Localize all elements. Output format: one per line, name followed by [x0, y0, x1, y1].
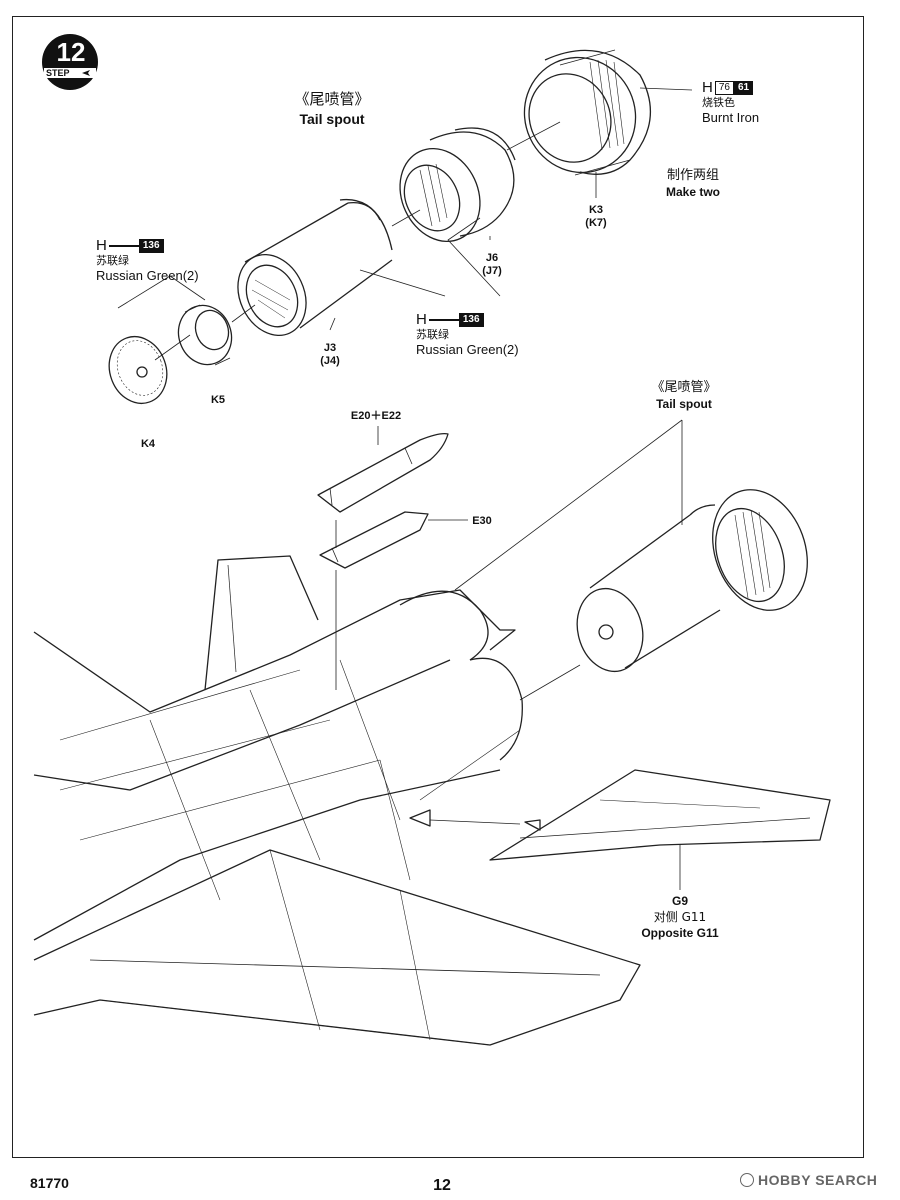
watermark: HOBBY SEARCH [740, 1172, 877, 1188]
paint-callout-green-1: H 136 苏联绿 Russian Green(2) [96, 238, 199, 283]
tail-spout-title-2: 《尾喷管》 Tail spout [651, 380, 716, 412]
label-e30: E30 [472, 515, 492, 527]
paint-name-en: Burnt Iron [702, 110, 760, 126]
label-j3-alt: (J4) [320, 355, 340, 367]
part-j6-drawing [399, 127, 516, 243]
step-label: STEP [46, 68, 70, 78]
watermark-text: HOBBY SEARCH [758, 1172, 878, 1188]
paint-letter: H [96, 237, 107, 255]
label-e20-e22: E20＋E22 [350, 410, 402, 422]
paint-name-en: Russian Green(2) [416, 342, 519, 358]
label-j6-main: J6 [485, 252, 499, 264]
label-j6: J6 (J7) [482, 252, 502, 278]
paint-name-cn: 苏联绿 [96, 254, 129, 268]
tail-spout-part-drawing [576, 489, 808, 673]
tail-spout-title-2-en: Tail spout [656, 397, 712, 411]
footer-product-code: 81770 [30, 1175, 69, 1191]
step-number: 12 [56, 37, 86, 67]
paint-code-a: 76 [714, 80, 734, 95]
label-k5: K5 [210, 394, 226, 406]
part-k3-drawing [523, 49, 652, 176]
paint-swatch-blank [108, 244, 139, 247]
paint-callout-green-2: H 136 苏联绿 Russian Green(2) [416, 312, 519, 357]
paint-swatch-blank [428, 318, 459, 321]
tail-spout-title-1-cn: 《尾喷管》 [294, 90, 370, 108]
make-two-cn: 制作两组 [666, 168, 720, 183]
label-g9: G9 [671, 894, 689, 908]
paint-code: 136 [458, 312, 484, 327]
footer-page-number: 12 [433, 1177, 451, 1194]
paint-letter: H [416, 311, 427, 329]
part-e20-drawing [317, 432, 449, 513]
make-two-en: Make two [665, 185, 721, 199]
watermark-logo-icon [740, 1173, 754, 1187]
part-g9-drawing [489, 769, 831, 890]
label-k4: K4 [140, 438, 156, 450]
label-j3: J3 (J4) [320, 342, 340, 368]
part-k4-drawing [108, 335, 168, 405]
tail-spout-title-1-en: Tail spout [299, 111, 365, 127]
label-g9-group: G9 对侧 G11 Opposite G11 [641, 893, 718, 941]
aircraft-tail-drawing [33, 555, 641, 1046]
label-k3-main: K3 [588, 204, 604, 216]
paint-name-cn: 苏联绿 [416, 328, 449, 342]
label-j3-main: J3 [323, 342, 337, 354]
label-g11-cn: 对侧 G11 [653, 910, 707, 924]
tail-spout-title-1: 《尾喷管》 Tail spout [294, 88, 369, 127]
paint-code-b: 61 [733, 80, 754, 95]
tail-spout-title-2-cn: 《尾喷管》 [651, 380, 717, 395]
paint-letter: H [702, 79, 713, 97]
label-j6-alt: (J7) [482, 265, 502, 277]
paint-name-en: Russian Green(2) [96, 268, 199, 284]
step-badge-icon [42, 34, 98, 90]
part-e30-drawing [319, 511, 429, 569]
part-k5-drawing [177, 304, 233, 366]
label-k3: K3 (K7) [585, 204, 606, 230]
part-j3-drawing [237, 198, 393, 337]
paint-code: 136 [138, 238, 164, 253]
paint-name-cn: 烧铁色 [702, 96, 735, 110]
label-k3-alt: (K7) [585, 217, 607, 229]
page-frame [12, 16, 864, 1158]
make-two-note: 制作两组 Make two [666, 168, 720, 200]
label-g11-en: Opposite G11 [641, 926, 719, 940]
